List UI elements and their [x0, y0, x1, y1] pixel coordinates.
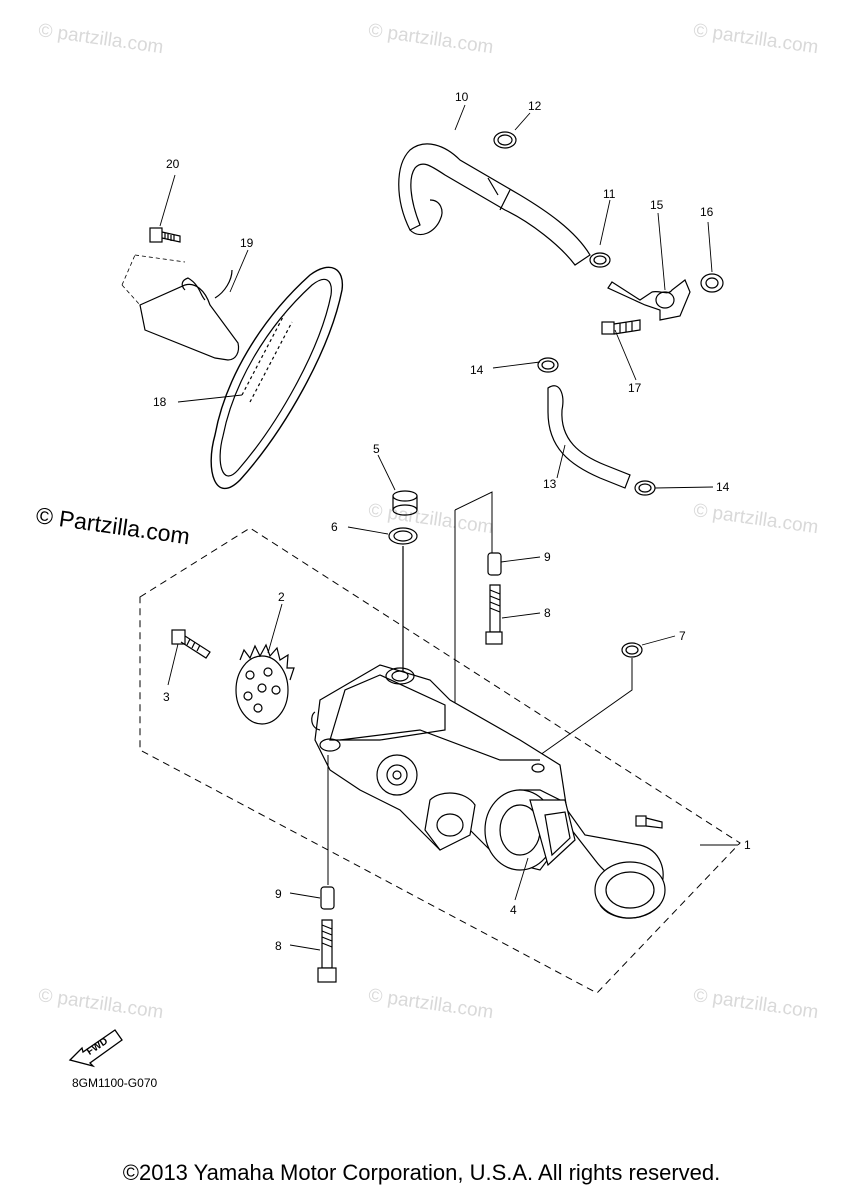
diagram-code: 8GM1100-G070: [72, 1076, 158, 1090]
callout-15: 15: [650, 198, 664, 212]
callout-7: 7: [679, 629, 686, 643]
clamp-14-lower: [634, 480, 656, 496]
callout-9-lower: 9: [275, 887, 282, 901]
seal-7: [621, 642, 643, 658]
callout-2: 2: [278, 590, 285, 604]
o-ring-6: [388, 527, 418, 545]
callout-19: 19: [240, 236, 254, 250]
callout-13: 13: [543, 477, 557, 491]
clamp-12: [493, 131, 517, 149]
callout-3: 3: [163, 690, 170, 704]
callout-16: 16: [700, 205, 714, 219]
callout-10: 10: [455, 90, 469, 104]
callout-5: 5: [373, 442, 380, 456]
callout-11: 11: [603, 187, 616, 201]
bolt-17: [601, 319, 641, 335]
pump-gear-2: [235, 643, 295, 725]
copyright-notice: ©2013 Yamaha Motor Corporation, U.S.A. A…: [122, 1160, 721, 1185]
collar-5: [392, 490, 418, 516]
bolt-3: [171, 629, 211, 659]
callout-1: 1: [744, 838, 751, 852]
dowel-pin-9-lower: [320, 886, 335, 910]
timing-chain: [210, 266, 344, 489]
clamp-11: [589, 252, 611, 268]
callout-14-lower: 14: [716, 480, 730, 494]
fwd-arrow-icon: [68, 1029, 123, 1068]
strainer-bolt: [635, 815, 663, 829]
dowel-pin-9-upper: [487, 552, 502, 576]
bolt-20: [149, 227, 181, 243]
callout-20: 20: [166, 157, 180, 171]
callout-18: 18: [153, 395, 167, 409]
hose-13: [547, 385, 631, 489]
callout-4: 4: [510, 903, 517, 917]
pipe-15: [607, 279, 691, 321]
callout-14-upper: 14: [470, 363, 484, 377]
bolt-8-upper: [485, 584, 503, 645]
callout-12: 12: [528, 99, 542, 113]
callout-8-lower: 8: [275, 939, 282, 953]
assembly-dashed-outline: [139, 527, 741, 994]
oil-pump-assembly-1: [311, 664, 666, 919]
bolt-8-lower: [317, 919, 337, 983]
leader-lines: [159, 104, 738, 951]
seal-16: [700, 273, 724, 293]
callout-6: 6: [331, 520, 338, 534]
breather-hose-10: [398, 143, 591, 266]
callout-17: 17: [628, 381, 642, 395]
clamp-14-upper: [537, 357, 559, 373]
callout-8-upper: 8: [544, 606, 551, 620]
chain-guide: [139, 283, 240, 361]
callout-9-upper: 9: [544, 550, 551, 564]
